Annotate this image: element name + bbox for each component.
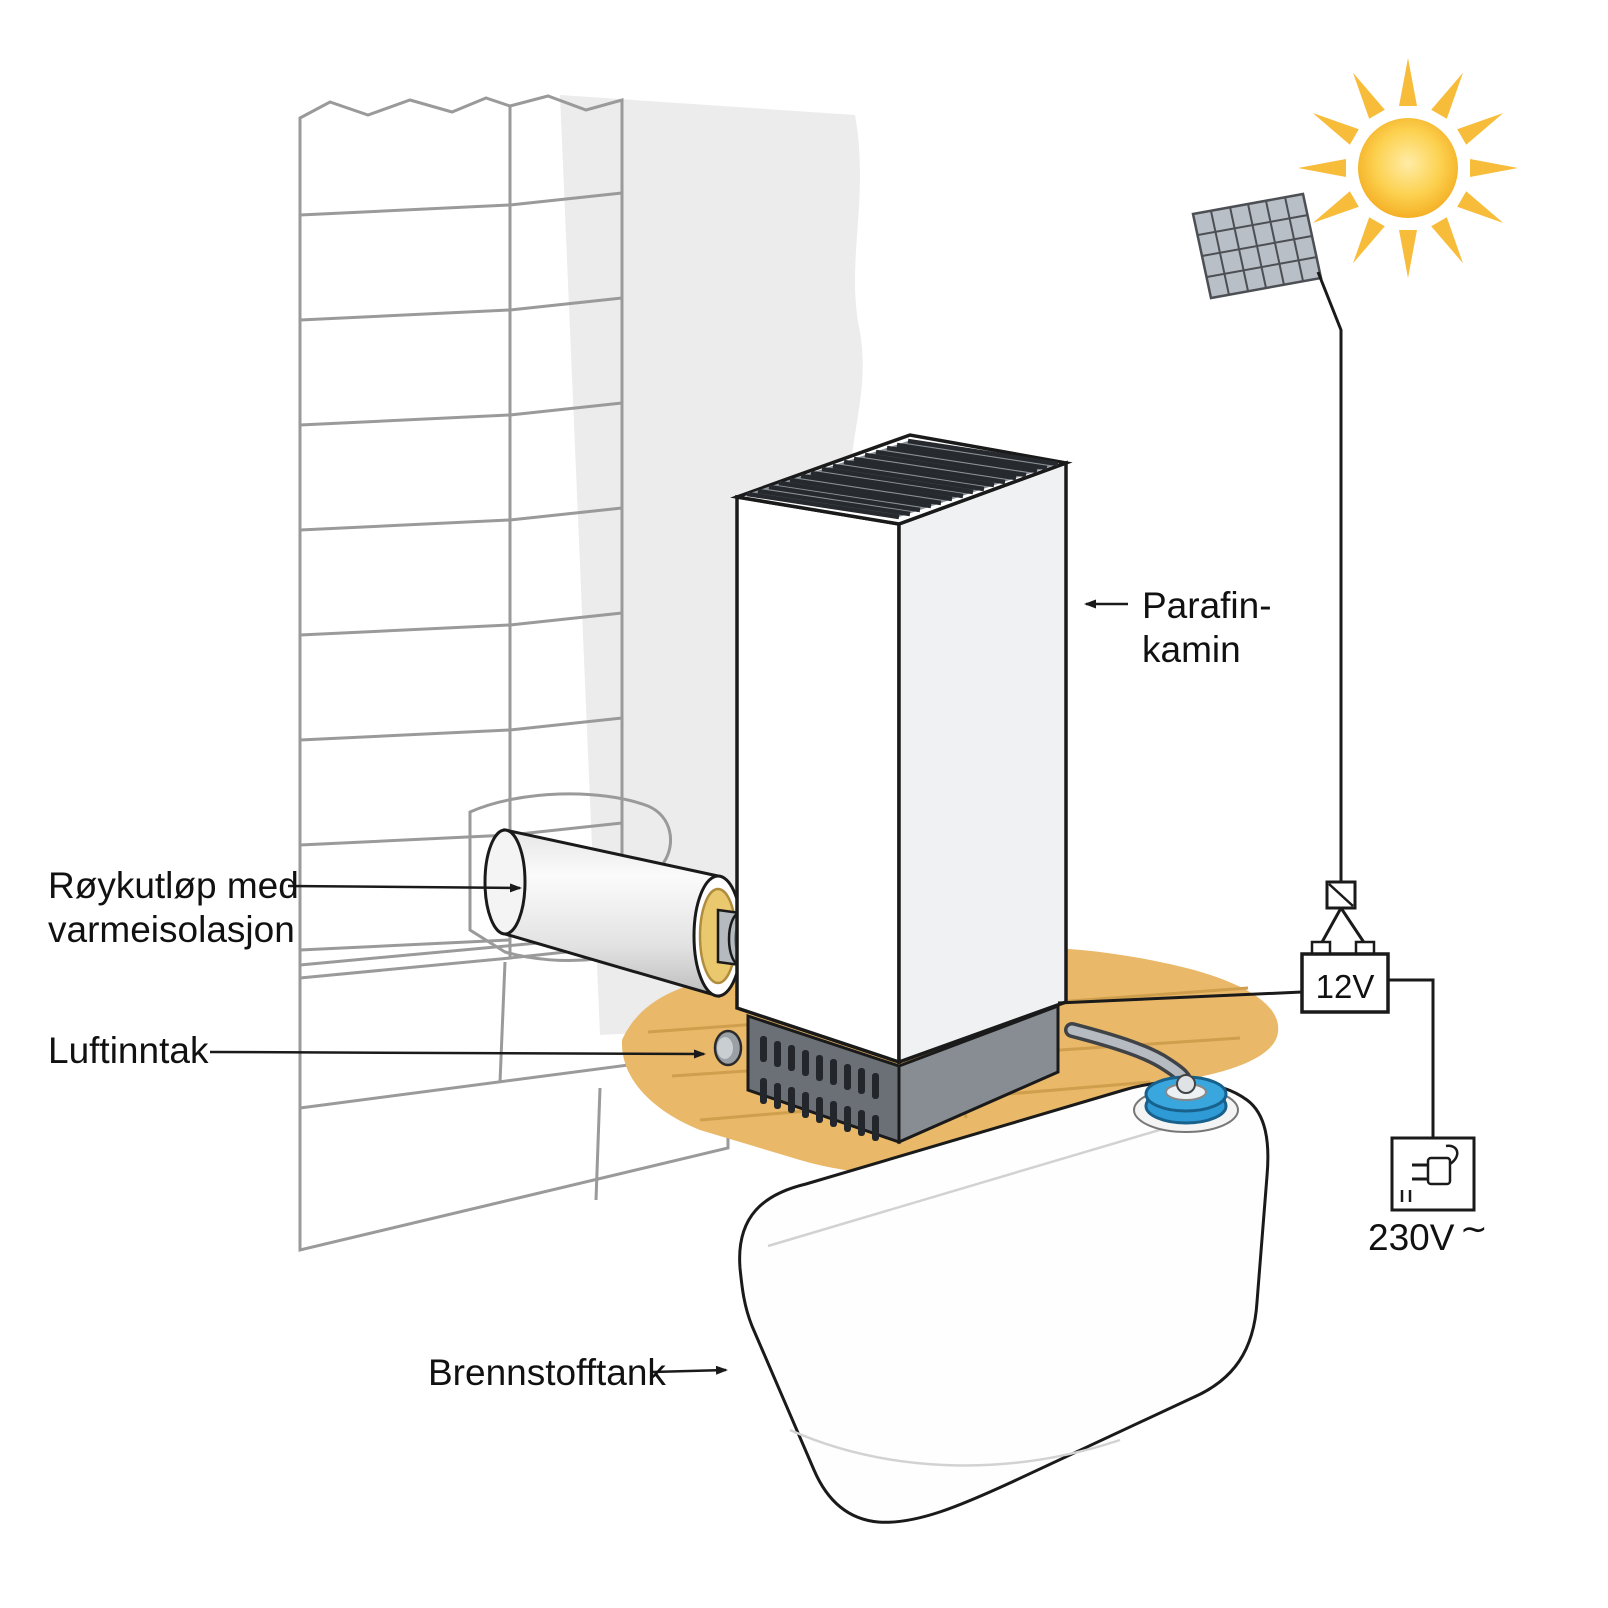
pipe-left-end [483,828,527,936]
hose-fitting [1176,1074,1196,1094]
fuse-to-terminal-left [1319,907,1343,945]
fuse-to-terminal-right [1339,907,1367,945]
chimney-side-face [508,94,624,960]
battery-terminal-right [1354,940,1376,956]
heater-left-face [735,494,901,1065]
tank-cap [1144,1074,1228,1125]
ac-symbol: ∼ [1460,1210,1488,1247]
plug-icon [1400,1144,1459,1202]
battery-terminal-left [1310,940,1332,956]
sun [1298,58,1518,278]
battery-box [1300,952,1390,1014]
mains-voltage-label: 230V [1368,1217,1455,1258]
chimney-mortar-lines [299,191,623,952]
sun-rays [1298,58,1518,278]
heater-base-vents [760,1036,879,1141]
smoke-outlet-leader-arrow [287,883,522,893]
fuel-tank-top-seam [767,1116,1201,1248]
solar-panel-grid [1197,196,1318,296]
chimney-front-face [298,96,512,980]
battery-label: 12V [1316,968,1375,1005]
chimney [298,94,730,1252]
smoke-outlet-label-line1: Røykutløp med [48,865,299,906]
annotations: Parafin- kamin Røykutløp med varmeisolas… [48,585,1272,1393]
paraffin-heater [730,433,1073,1065]
heater-base [713,1003,1060,1145]
heater-label-line2: kamin [1142,629,1241,670]
smoke-outlet-label-line2: varmeisolasjon [48,909,295,950]
heater-base-right-face [897,1003,1060,1145]
fuel-tank-bottom-seam [789,1428,1121,1467]
heater-label-line1: Parafin- [1142,585,1272,626]
battery-to-heater-wire [1057,990,1303,1005]
sun-core [1358,118,1458,218]
solar-panel [1191,192,1323,300]
fuel-tank-leader-arrow [651,1365,728,1375]
heater-right-face [897,460,1068,1065]
battery-to-outlet-wire [1388,978,1435,1138]
fuse-diagonal [1328,883,1354,907]
wall-recess [468,792,673,963]
fuel-tank-label: Brennstofftank [428,1352,666,1393]
fuel-tank-body [738,1080,1270,1524]
panel-wire [1316,271,1343,882]
heater-top-fins [746,438,1059,520]
air-intake-stub-inner [717,1037,733,1059]
air-intake-label: Luftinntak [48,1030,209,1071]
air-intake-leader-arrow [209,1049,706,1059]
circuit: 12V 230V ∼ [1057,271,1488,1258]
